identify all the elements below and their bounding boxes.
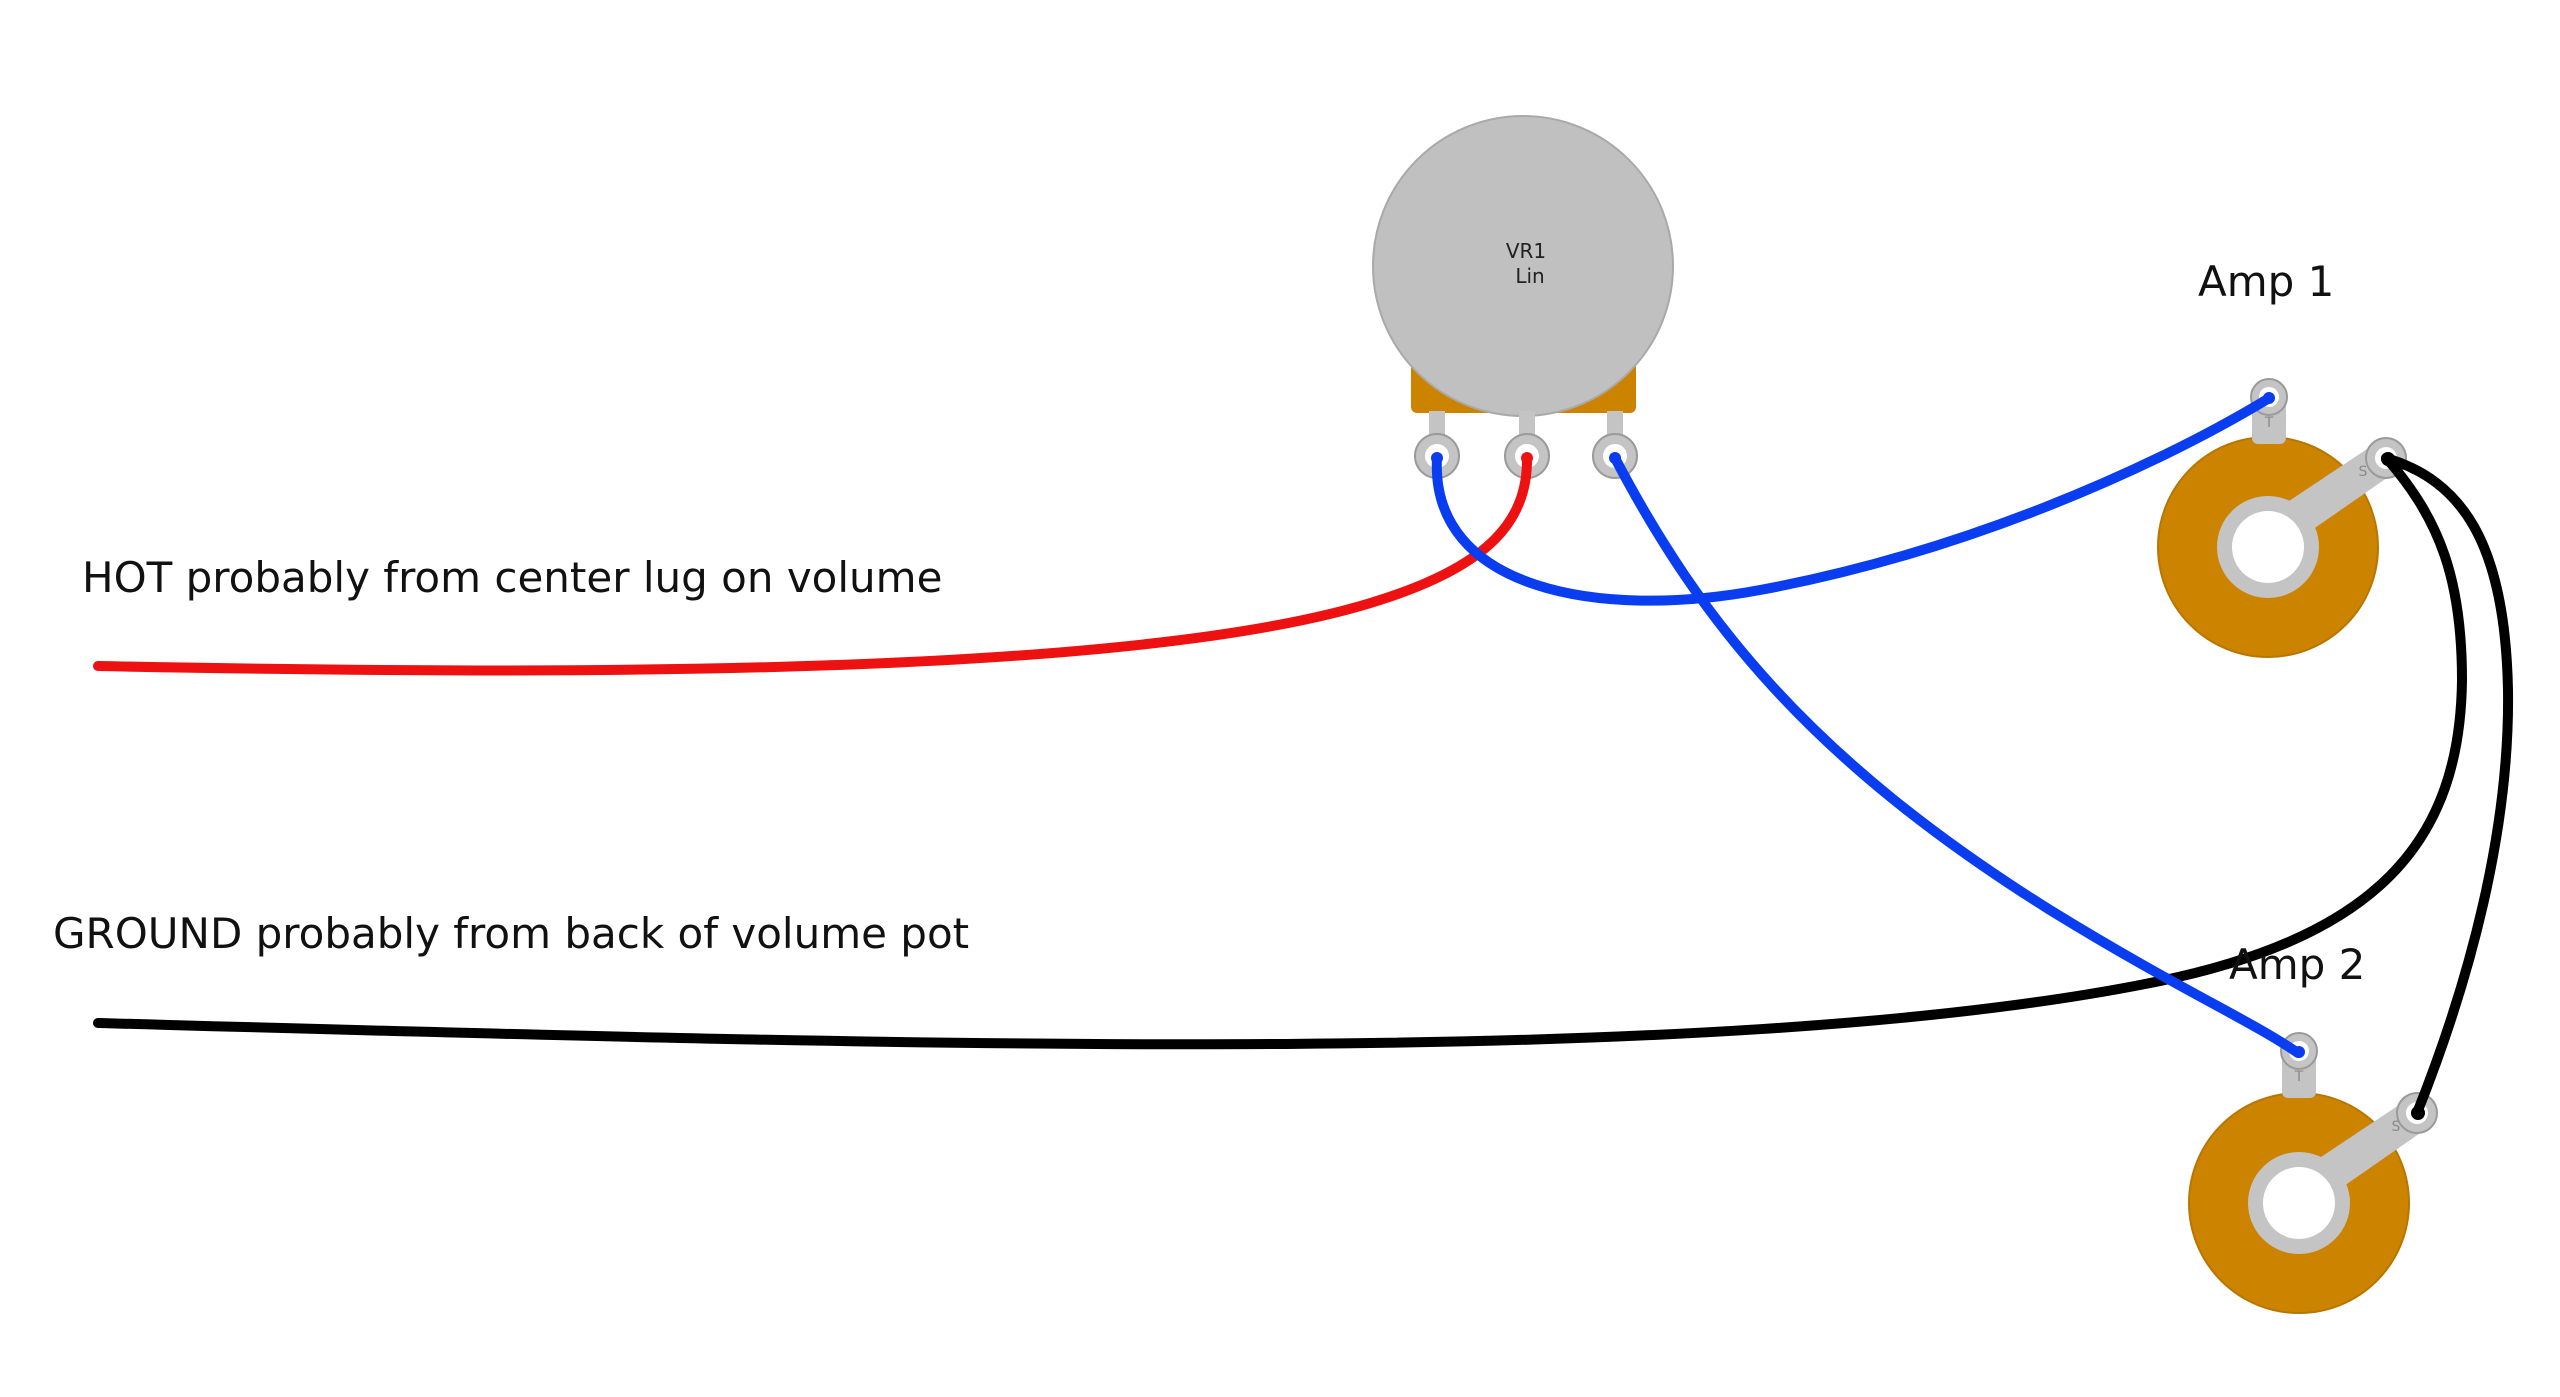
amp1-jack: S T bbox=[2157, 378, 2407, 658]
hot-label: HOT probably from center lug on volume bbox=[82, 553, 942, 602]
amp2-sleeve-letter: S bbox=[2392, 1119, 2401, 1135]
sleeve-jumper-wire bbox=[2381, 453, 2514, 1118]
pot-name: VR1 bbox=[1506, 239, 1546, 263]
solder-dots bbox=[1431, 392, 2425, 1120]
pot-taper: Lin bbox=[1515, 264, 1544, 288]
ground-wire bbox=[93, 455, 2467, 1050]
amp2-jack: S T bbox=[2188, 1032, 2438, 1314]
amp1-label: Amp 1 bbox=[2198, 257, 2334, 306]
amp2-tip-letter: T bbox=[2294, 1069, 2304, 1085]
amp2-label: Amp 2 bbox=[2229, 940, 2365, 989]
amp1-tip-letter: T bbox=[2264, 415, 2274, 431]
ground-label: GROUND probably from back of volume pot bbox=[53, 909, 969, 958]
amp1-jack-hole bbox=[2232, 511, 2304, 583]
pot-to-amp1-wire bbox=[1431, 395, 2271, 606]
amp1-sleeve-letter: S bbox=[2359, 464, 2368, 480]
pot-lug-right bbox=[1592, 411, 1638, 479]
volume-pot: VR1 Lin bbox=[1372, 115, 1674, 479]
pot-to-amp2-wire bbox=[1610, 453, 2303, 1058]
hot-wire bbox=[93, 455, 1532, 676]
amp2-jack-hole bbox=[2263, 1167, 2335, 1239]
